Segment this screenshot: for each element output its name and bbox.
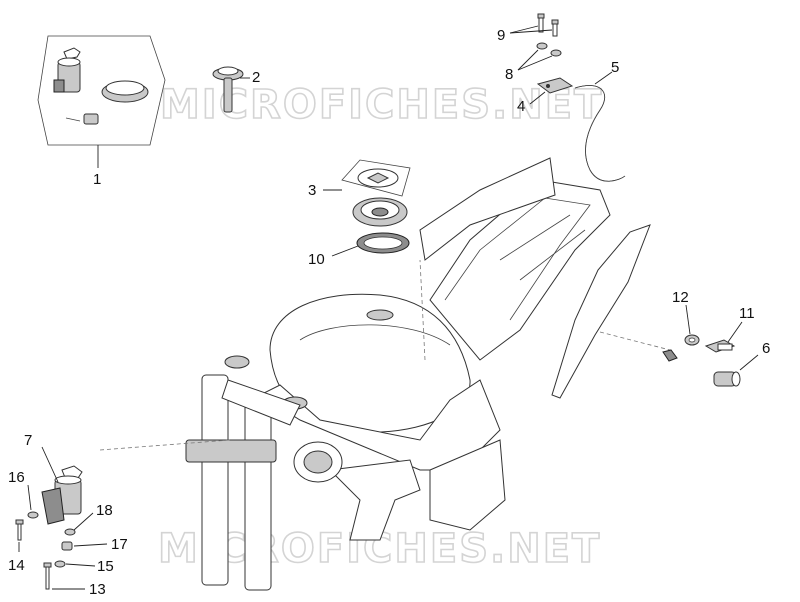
part-16-washer bbox=[27, 511, 39, 519]
part-12-washer bbox=[684, 334, 700, 346]
callout-6: 6 bbox=[762, 340, 770, 357]
callout-7: 7 bbox=[24, 432, 32, 449]
part-6-lock-cylinder bbox=[662, 349, 741, 387]
part-1-lock-kit bbox=[37, 35, 166, 146]
callout-17: 17 bbox=[111, 536, 128, 553]
callout-15: 15 bbox=[97, 558, 114, 575]
callout-11: 11 bbox=[739, 305, 755, 322]
part-11-latch bbox=[704, 339, 736, 353]
callout-14: 14 bbox=[8, 557, 25, 574]
part-9-screws bbox=[537, 13, 559, 37]
callout-4: 4 bbox=[517, 98, 525, 115]
callout-2: 2 bbox=[252, 69, 260, 86]
callout-9: 9 bbox=[497, 27, 505, 44]
part-13-bolt bbox=[43, 562, 52, 590]
callout-3: 3 bbox=[308, 182, 316, 199]
part-17-spacer bbox=[61, 541, 73, 551]
part-7-ignition-switch bbox=[41, 465, 83, 525]
part-14-screw bbox=[15, 519, 24, 541]
part-2-cap bbox=[212, 66, 244, 113]
callout-10: 10 bbox=[308, 251, 325, 268]
watermark-top: MICROFICHES.NET bbox=[160, 82, 603, 128]
part-3-fuel-cap-assembly bbox=[341, 159, 411, 227]
callout-1: 1 bbox=[93, 171, 101, 188]
part-5-cable bbox=[574, 85, 626, 182]
part-18-washer bbox=[64, 528, 76, 536]
callout-12: 12 bbox=[672, 289, 689, 306]
callout-13: 13 bbox=[89, 581, 106, 598]
callout-16: 16 bbox=[8, 469, 25, 486]
callout-8: 8 bbox=[505, 66, 513, 83]
callout-18: 18 bbox=[96, 502, 113, 519]
part-4-bracket bbox=[536, 77, 574, 94]
frame-and-tank-assembly bbox=[99, 157, 671, 591]
callout-5: 5 bbox=[611, 59, 619, 76]
part-15-washer bbox=[54, 560, 66, 568]
part-10-gasket bbox=[356, 232, 410, 254]
part-8-washers bbox=[536, 42, 562, 57]
